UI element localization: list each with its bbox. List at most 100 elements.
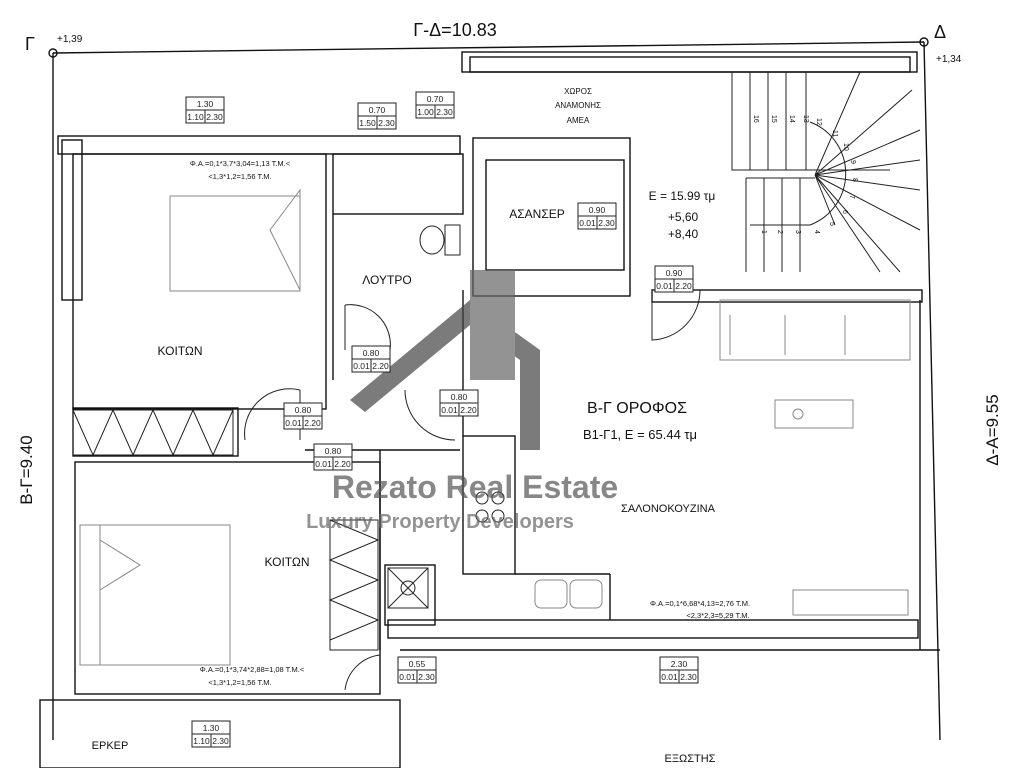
stair-number: 15 [770, 115, 777, 123]
opening-sill: 0.01 [656, 281, 673, 291]
wardrobes [72, 408, 380, 651]
opening-width: 0.80 [363, 348, 380, 358]
dimension-right: Δ-Α=9.55 [983, 394, 1002, 465]
opening-height: 2.30 [598, 218, 615, 228]
corner-gamma-label: Γ [25, 34, 35, 54]
opening-sill: 1.10 [193, 736, 210, 746]
opening-tag: 0.90 0.01 2.20 [654, 265, 694, 293]
note-bedroom2-line1: Φ.Α.=0,1*3,74*2,88=1,08 Τ.Μ.< [200, 665, 305, 674]
opening-width: 0.90 [666, 268, 683, 278]
beds [79, 188, 301, 666]
opening-sill: 0.01 [285, 418, 302, 428]
staircase [731, 71, 921, 273]
stair-number: 11 [831, 130, 838, 137]
opening-height: 2.30 [680, 672, 697, 682]
opening-width: 0.80 [295, 405, 312, 415]
opening-height: 2.20 [460, 405, 477, 415]
opening-tag: 2.30 0.01 2.30 [659, 656, 699, 684]
corner-gamma-marker [48, 48, 58, 58]
stair-number: 9 [849, 160, 856, 164]
stair-number: 2 [776, 230, 783, 234]
corner-delta-level: +1,34 [936, 54, 962, 65]
opening-tag: 1.30 1.10 2.30 [191, 720, 231, 748]
stair-number: 14 [788, 115, 795, 123]
opening-tag: 0.80 0.01 2.20 [439, 389, 479, 417]
plot-boundary [48, 37, 941, 741]
note-living-line2: <2,3*2,3=5,29 Τ.Μ. [686, 611, 749, 620]
floor-subtitle: Β1-Γ1, Ε = 65.44 τμ [583, 427, 697, 442]
corner-delta-label: Δ [934, 22, 946, 42]
opening-width: 1.30 [203, 723, 220, 733]
opening-tags: 1.30 1.10 2.30 0.70 1.50 2.30 0.70 1.00 … [185, 91, 699, 748]
opening-height: 2.20 [372, 361, 389, 371]
opening-height: 2.30 [378, 118, 395, 128]
doors [244, 289, 701, 691]
opening-height: 2.20 [304, 418, 321, 428]
opening-tag: 0.90 0.01 2.30 [577, 202, 617, 230]
opening-tag: 0.80 0.01 2.20 [283, 402, 323, 430]
opening-height: 2.30 [212, 736, 229, 746]
stair-level-1: +5,60 [668, 210, 699, 224]
room-elevator: ΑΣΑΝΣΕΡ [509, 207, 565, 221]
note-bedroom1-line2: <1,3*1,2=1,56 Τ.Μ. [208, 172, 271, 181]
stair-number: 5 [828, 222, 835, 226]
opening-sill: 1.00 [417, 107, 434, 117]
opening-sill: 0.01 [661, 672, 678, 682]
room-waiting-2: ΑΝΑΜΟΝΗΣ [555, 101, 601, 110]
opening-tag: 0.80 0.01 2.20 [351, 345, 391, 373]
opening-width: 0.80 [451, 392, 468, 402]
stair-number: 13 [802, 115, 809, 123]
opening-width: 0.80 [325, 446, 342, 456]
stair-number: 12 [815, 118, 822, 126]
stair-area: Ε = 15.99 τμ [649, 189, 716, 203]
note-bedroom1-line1: Φ.Α.=0,1*3,7*3,04=1,13 Τ.Μ.< [190, 159, 291, 168]
opening-tag: 0.55 0.01 2.30 [397, 656, 437, 684]
opening-sill: 0.01 [353, 361, 370, 371]
stair-number: 16 [752, 115, 759, 123]
note-living-line1: Φ.Α.=0,1*6,68*4,13=2,76 Τ.Μ. [650, 599, 750, 608]
opening-height: 2.30 [418, 672, 435, 682]
opening-width: 1.30 [197, 99, 214, 109]
room-balcony: ΕΞΩΣΤΗΣ [665, 753, 716, 765]
stair-level-2: +8,40 [668, 227, 699, 241]
watermark-name: Rezato Real Estate [332, 469, 618, 505]
toilet [419, 224, 461, 256]
opening-sill: 0.01 [441, 405, 458, 415]
room-waiting-3: ΑΜΕΑ [567, 116, 590, 125]
opening-width: 0.90 [589, 205, 606, 215]
room-living-kitchen: ΣΑΛΟΝΟΚΟΥΖΙΝΑ [621, 503, 716, 515]
walls [39, 51, 940, 768]
room-bedroom-2: ΚΟΙΤΩΝ [264, 555, 309, 569]
opening-sill: 0.01 [399, 672, 416, 682]
opening-sill: 0.01 [315, 459, 332, 469]
stair-number: 4 [813, 230, 820, 234]
watermark-logo: Rezato Real Estate Luxury Property Devel… [306, 270, 618, 533]
opening-sill: 1.10 [187, 112, 204, 122]
note-bedroom2-line2: <1,3*1,2=1,56 Τ.Μ. [208, 678, 271, 687]
opening-tag: 1.30 1.10 2.30 [185, 96, 225, 124]
stair-number: 3 [794, 230, 801, 234]
opening-height: 2.20 [675, 281, 692, 291]
opening-width: 0.55 [409, 659, 426, 669]
dimension-left: Β-Γ=9.40 [17, 435, 36, 504]
opening-height: 2.20 [334, 459, 351, 469]
corner-gamma-level: +1,39 [57, 34, 83, 45]
dimension-top: Γ-Δ=10.83 [413, 20, 497, 40]
room-waiting-1: ΧΩΡΟΣ [564, 87, 592, 96]
room-bay: ΕΡΚΕΡ [92, 740, 129, 752]
room-bedroom-1: ΚΟΙΤΩΝ [157, 344, 202, 358]
opening-width: 2.30 [671, 659, 688, 669]
stair-number: 6 [841, 210, 848, 214]
stair-number: 7 [848, 195, 855, 199]
stair-number: 10 [842, 143, 849, 151]
opening-width: 0.70 [427, 94, 444, 104]
stair-number: 1 [760, 230, 767, 234]
opening-height: 2.30 [206, 112, 223, 122]
room-bathroom: ΛΟΥΤΡΟ [362, 273, 411, 287]
floor-title: Β-Γ ΟΡΟΦΟΣ [587, 400, 687, 417]
opening-height: 2.30 [436, 107, 453, 117]
opening-sill: 1.50 [359, 118, 376, 128]
corner-delta-marker [919, 37, 929, 47]
